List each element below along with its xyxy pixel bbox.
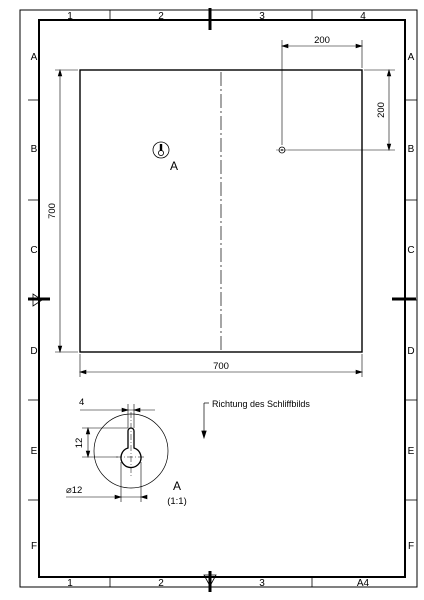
detail-a-keyhole-outline — [120, 427, 142, 469]
column-label-bottom-2: 2 — [158, 578, 164, 589]
hole-diameter-dimension — [66, 462, 148, 502]
drawing-frame — [38, 19, 406, 578]
row-label-right-d: D — [407, 346, 414, 357]
row-label-left-a: A — [31, 52, 38, 63]
panel-width-label: 700 — [213, 361, 229, 372]
slot-length-label: 12 — [74, 438, 85, 449]
orientation-triangles — [32, 293, 217, 587]
column-label-bottom-1: 1 — [67, 578, 73, 589]
detail-a-center-lines — [116, 412, 146, 478]
mounting-hole — [276, 146, 288, 154]
row-label-right-e: E — [408, 446, 415, 457]
row-label-right-c: C — [407, 245, 414, 256]
grain-direction-note: Richtung des Schliffbilds — [212, 399, 310, 409]
grain-direction-arrow — [201, 402, 209, 440]
centering-marks — [28, 8, 416, 592]
column-label-top-4: 4 — [360, 11, 366, 22]
detail-view-title: A — [173, 479, 181, 493]
hole-offset-x-label: 200 — [314, 35, 330, 46]
hole-offset-y-label: 200 — [376, 102, 387, 118]
column-label-top-2: 2 — [158, 11, 164, 22]
row-label-left-b: B — [31, 144, 38, 155]
column-label-bottom-3: 3 — [259, 578, 265, 589]
row-label-right-a: A — [408, 52, 415, 63]
panel-height-label: 700 — [47, 203, 58, 219]
keyhole-view-label: A — [170, 159, 178, 173]
panel-width-dimension — [78, 354, 364, 377]
slot-width-label: 4 — [79, 397, 84, 408]
slot-length-dimension — [82, 426, 128, 459]
hole-offset-y-dimension — [288, 68, 395, 152]
row-label-right-f: F — [408, 541, 414, 552]
column-label-top-1: 1 — [67, 11, 73, 22]
column-label-top-3: 3 — [259, 11, 265, 22]
keyhole-symbol — [152, 141, 170, 159]
row-label-left-f: F — [31, 541, 37, 552]
panel-outline — [79, 69, 363, 353]
row-label-left-c: C — [30, 245, 37, 256]
slot-width-dimension — [80, 404, 155, 428]
row-zone-dividers — [28, 99, 417, 501]
hole-offset-x-dimension — [280, 40, 364, 145]
row-label-left-d: D — [30, 346, 37, 357]
row-label-right-b: B — [408, 144, 415, 155]
sheet-outer-border — [19, 9, 418, 588]
sheet-size-label: A4 — [357, 578, 370, 589]
detail-view-scale: (1:1) — [167, 496, 187, 507]
panel-height-dimension — [55, 68, 78, 354]
row-label-left-e: E — [31, 446, 38, 457]
hole-diameter-label: ⌀12 — [66, 485, 82, 496]
